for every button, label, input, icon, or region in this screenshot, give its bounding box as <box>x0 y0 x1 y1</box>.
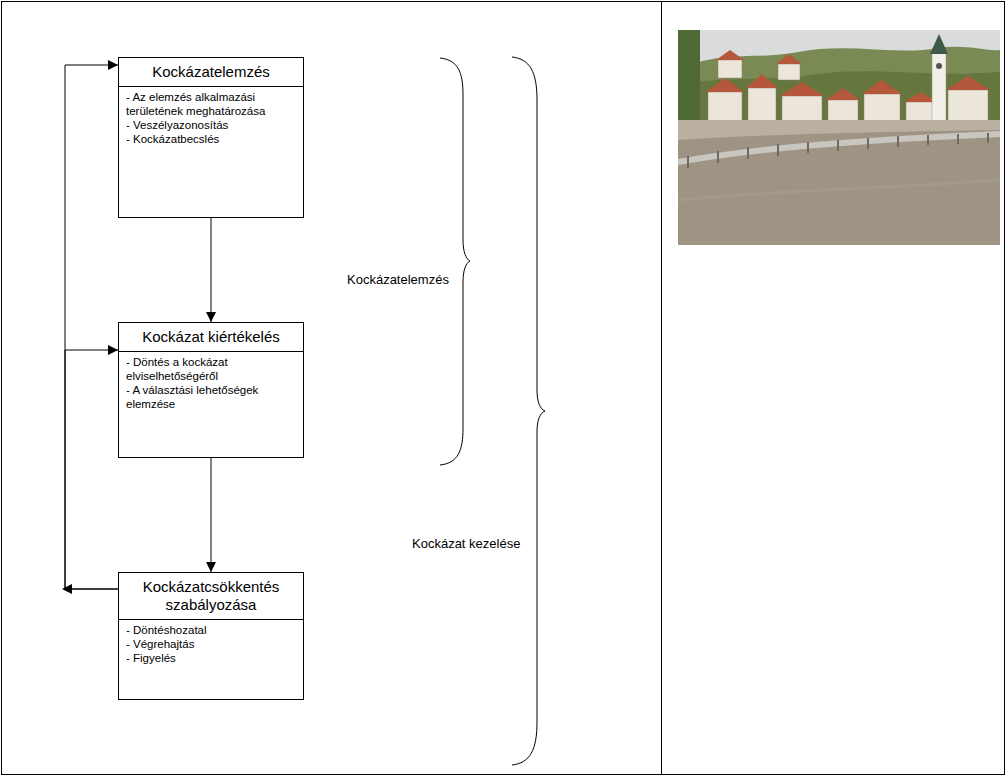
flood-photo <box>678 30 1000 245</box>
bracket-label: Kockázat kezelése <box>410 536 522 552</box>
list-item: - Veszélyazonosítás <box>126 118 296 132</box>
flow-arrow <box>211 218 212 322</box>
divider-line <box>661 2 662 775</box>
bracket <box>512 57 545 765</box>
list-item: - Döntéshozatal <box>126 623 296 637</box>
box-body: - Döntés a kockázat elviselhetőségéről- … <box>119 352 303 411</box>
box-heading: Kockázat kiértékelés <box>119 323 303 352</box>
list-item: - Végrehajtás <box>126 637 296 651</box>
list-item: - Kockázatbecslés <box>126 132 296 146</box>
flow-arrow <box>65 65 118 589</box>
process-box: Kockázatelemzés - Az elemzés alkalmazási … <box>118 57 304 218</box>
flow-arrow <box>65 350 118 589</box>
bracket <box>440 58 470 465</box>
box-body: - Döntéshozatal- Végrehajtás- Figyelés <box>119 620 303 665</box>
box-heading: Kockázatcsökkentés szabályozása <box>119 573 303 620</box>
process-box: Kockázat kiértékelés- Döntés a kockázat … <box>118 322 304 458</box>
box-heading: Kockázatelemzés <box>119 58 303 87</box>
bracket-label: Kockázatelemzés <box>345 272 451 288</box>
process-box: Kockázatcsökkentés szabályozása- Döntésh… <box>118 572 304 700</box>
list-item: - Figyelés <box>126 651 296 665</box>
list-item: - Döntés a kockázat elviselhetőségéről <box>126 355 296 383</box>
list-item: - Az elemzés alkalmazási területének meg… <box>126 90 296 118</box>
list-item: - A választási lehetőségek elemzése <box>126 383 296 411</box>
box-body: - Az elemzés alkalmazási területének meg… <box>119 87 303 146</box>
flow-arrow <box>211 458 212 572</box>
